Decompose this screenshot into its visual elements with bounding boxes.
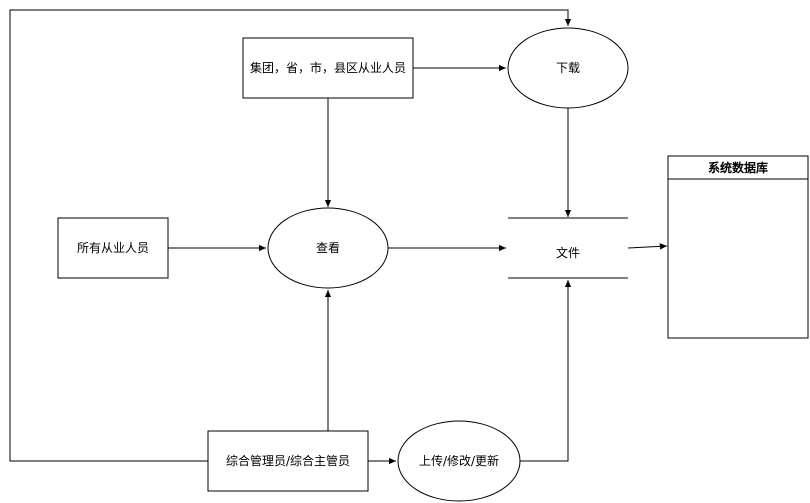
edges (9, 9, 668, 465)
edge-file-to-db (627, 243, 668, 250)
node-file: 文件 (508, 217, 628, 279)
node-system-db-title: 系统数据库 (708, 160, 768, 175)
node-download: 下载 (507, 27, 629, 109)
node-group-staff: 集团，省，市，县区从业人员 (242, 37, 414, 99)
node-view-label: 查看 (316, 241, 340, 255)
node-download-label: 下载 (556, 61, 580, 75)
node-view: 查看 (267, 207, 389, 289)
node-admin-label: 综合管理员/综合主管员 (226, 453, 350, 468)
node-all-staff-label: 所有从业人员 (77, 241, 149, 255)
node-admin: 综合管理员/综合主管员 (207, 430, 369, 492)
edge-admin-to-download (9, 9, 572, 462)
node-upload-label: 上传/修改/更新 (419, 453, 499, 468)
node-system-db: 系统数据库 (667, 155, 809, 339)
node-all-staff: 所有从业人员 (57, 217, 169, 279)
node-file-label: 文件 (556, 245, 580, 260)
node-upload: 上传/修改/更新 (397, 420, 521, 502)
node-group-staff-label: 集团，省，市，县区从业人员 (250, 60, 406, 75)
edge-upload-to-file (520, 280, 572, 462)
